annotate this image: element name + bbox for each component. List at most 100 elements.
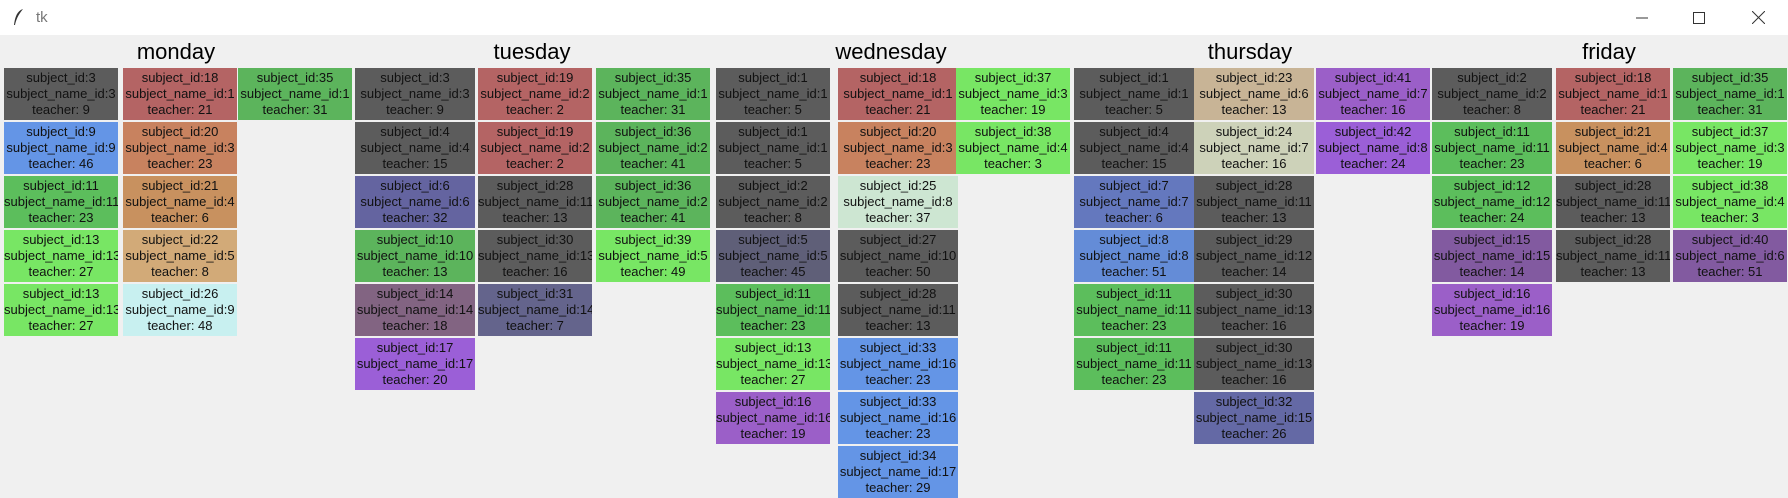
subject-id-label: subject_id:35 bbox=[614, 70, 692, 85]
subject-name-id-label: subject_name_id:15 bbox=[1195, 410, 1313, 425]
teacher-label: teacher: 23 bbox=[740, 318, 806, 333]
subject-name-id-label: subject_name_id:3 bbox=[1675, 140, 1785, 155]
teacher-label: teacher: 7 bbox=[506, 318, 564, 333]
subject-id-label: subject_id:28 bbox=[859, 286, 937, 301]
subject-id-label: subject_id:20 bbox=[859, 124, 937, 139]
subject-id-label: subject_id:1 bbox=[738, 124, 808, 139]
subject-name-id-label: subject_name_id:5 bbox=[598, 248, 708, 263]
day-header-tuesday: tuesday bbox=[493, 39, 571, 64]
subject-name-id-label: subject_name_id:2 bbox=[718, 194, 828, 209]
subject-id-label: subject_id:33 bbox=[859, 394, 937, 409]
subject-id-label: subject_id:28 bbox=[1574, 178, 1652, 193]
day-header-thursday: thursday bbox=[1207, 39, 1293, 64]
teacher-label: teacher: 15 bbox=[1101, 156, 1167, 171]
subject-id-label: subject_id:37 bbox=[1691, 124, 1769, 139]
subject-id-label: subject_id:37 bbox=[974, 70, 1052, 85]
teacher-label: teacher: 9 bbox=[32, 102, 90, 117]
subject-id-label: subject_id:18 bbox=[1574, 70, 1652, 85]
subject-name-id-label: subject_name_id:7 bbox=[1318, 86, 1428, 101]
title-bar: tk bbox=[0, 0, 1788, 35]
teacher-label: teacher: 9 bbox=[386, 102, 444, 117]
subject-name-id-label: subject_name_id:2 bbox=[1437, 86, 1547, 101]
subject-id-label: subject_id:19 bbox=[496, 70, 574, 85]
day-header-friday: friday bbox=[1582, 39, 1636, 64]
feather-icon bbox=[14, 9, 23, 25]
subject-name-id-label: subject_name_id:9 bbox=[6, 140, 116, 155]
teacher-label: teacher: 46 bbox=[28, 156, 94, 171]
subject-id-label: subject_id:32 bbox=[1215, 394, 1293, 409]
teacher-label: teacher: 5 bbox=[1105, 102, 1163, 117]
teacher-label: teacher: 23 bbox=[865, 426, 931, 441]
subject-name-id-label: subject_name_id:1 bbox=[718, 140, 828, 155]
subject-id-label: subject_id:35 bbox=[1691, 70, 1769, 85]
subject-name-id-label: subject_name_id:4 bbox=[1558, 140, 1668, 155]
teacher-label: teacher: 31 bbox=[262, 102, 328, 117]
teacher-label: teacher: 16 bbox=[1221, 318, 1287, 333]
subject-id-label: subject_id:17 bbox=[376, 340, 454, 355]
subject-id-label: subject_id:41 bbox=[1334, 70, 1412, 85]
subject-id-label: subject_id:2 bbox=[1457, 70, 1527, 85]
teacher-label: teacher: 20 bbox=[382, 372, 448, 387]
subject-name-id-label: subject_name_id:8 bbox=[1079, 248, 1189, 263]
subject-name-id-label: subject_name_id:11 bbox=[716, 302, 830, 317]
subject-name-id-label: subject_name_id:9 bbox=[125, 302, 235, 317]
teacher-label: teacher: 23 bbox=[28, 210, 94, 225]
teacher-label: teacher: 41 bbox=[620, 210, 686, 225]
subject-id-label: subject_id:20 bbox=[141, 124, 219, 139]
subject-id-label: subject_id:1 bbox=[738, 70, 808, 85]
maximize-button[interactable] bbox=[1670, 0, 1727, 35]
teacher-label: teacher: 14 bbox=[1221, 264, 1287, 279]
teacher-label: teacher: 23 bbox=[865, 372, 931, 387]
teacher-label: teacher: 45 bbox=[740, 264, 806, 279]
teacher-label: teacher: 16 bbox=[1221, 156, 1287, 171]
close-button[interactable] bbox=[1730, 0, 1787, 35]
subject-name-id-label: subject_name_id:1 bbox=[718, 86, 828, 101]
subject-id-label: subject_id:4 bbox=[1099, 124, 1169, 139]
teacher-label: teacher: 13 bbox=[1221, 210, 1287, 225]
teacher-label: teacher: 5 bbox=[744, 102, 802, 117]
subject-id-label: subject_id:3 bbox=[380, 70, 450, 85]
subject-id-label: subject_id:15 bbox=[1453, 232, 1531, 247]
teacher-label: teacher: 51 bbox=[1697, 264, 1763, 279]
teacher-label: teacher: 3 bbox=[984, 156, 1042, 171]
teacher-label: teacher: 19 bbox=[1459, 318, 1525, 333]
subject-name-id-label: subject_name_id:11 bbox=[1556, 248, 1670, 263]
teacher-label: teacher: 29 bbox=[865, 480, 931, 495]
minimize-button[interactable] bbox=[1613, 0, 1670, 35]
subject-id-label: subject_id:2 bbox=[738, 178, 808, 193]
teacher-label: teacher: 15 bbox=[382, 156, 448, 171]
window-title: tk bbox=[36, 9, 48, 26]
subject-name-id-label: subject_name_id:13 bbox=[4, 248, 118, 263]
minimize-icon bbox=[1635, 17, 1648, 18]
subject-id-label: subject_id:40 bbox=[1691, 232, 1769, 247]
subject-name-id-label: subject_name_id:3 bbox=[6, 86, 116, 101]
teacher-label: teacher: 16 bbox=[1340, 102, 1406, 117]
teacher-label: teacher: 6 bbox=[151, 210, 209, 225]
teacher-label: teacher: 6 bbox=[1584, 156, 1642, 171]
